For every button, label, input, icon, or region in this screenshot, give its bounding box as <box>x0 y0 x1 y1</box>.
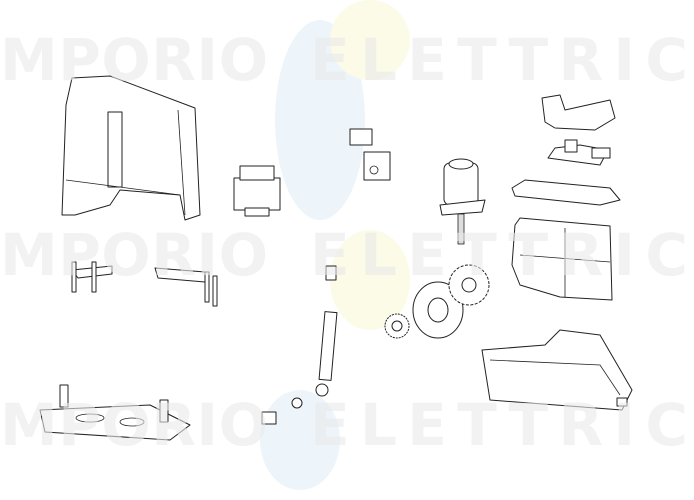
svg-text:MPORIO: MPORIO <box>0 26 270 94</box>
motor <box>439 158 486 245</box>
watermark-background <box>260 0 410 490</box>
pinion-gear <box>384 313 410 339</box>
svg-text:MPORIO: MPORIO <box>0 221 270 289</box>
gearmotor-base <box>481 329 633 411</box>
gear-wheel <box>412 264 490 339</box>
limit-switch <box>349 128 391 181</box>
gearmotor-housing <box>511 217 613 301</box>
transformer <box>233 165 281 217</box>
control-board-cover <box>541 94 616 131</box>
release-lever <box>261 265 338 425</box>
control-board <box>547 139 611 166</box>
board-bracket <box>511 179 621 206</box>
cover <box>61 75 201 221</box>
base-plate <box>39 384 191 441</box>
limit-brackets <box>71 261 218 307</box>
